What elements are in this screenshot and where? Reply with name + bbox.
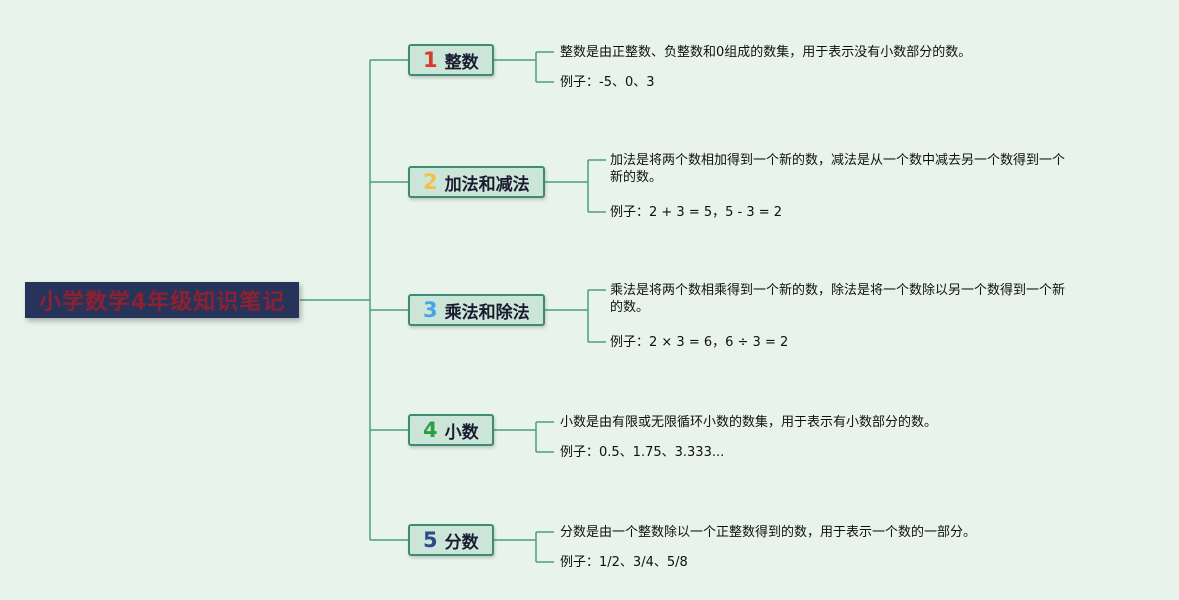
branch-description: 加法是将两个数相加得到一个新的数，减法是从一个数中减去另一个数得到一个新的数。 xyxy=(610,153,1066,185)
branch-node-decimals[interactable]: 4 小数 xyxy=(408,414,494,446)
root-node[interactable]: 小学数学4年级知识笔记 xyxy=(25,282,300,318)
branch-node-multiplication-division[interactable]: 3 乘法和除法 xyxy=(408,294,545,326)
branch-example: 例子：2 + 3 = 5，5 - 3 = 2 xyxy=(610,205,783,220)
branch-number: 3 xyxy=(423,297,438,322)
branch-label: 加法和减法 xyxy=(444,174,530,195)
branch-number: 2 xyxy=(423,169,438,194)
branch-example: 例子：0.5、1.75、3.333... xyxy=(560,445,725,460)
branch-label: 小数 xyxy=(444,422,479,443)
root-title: 小学数学4年级知识笔记 xyxy=(39,290,286,315)
branch-node-addition-subtraction[interactable]: 2 加法和减法 xyxy=(408,166,545,198)
branch-node-integers[interactable]: 1 整数 xyxy=(408,44,494,76)
branch-node-fractions[interactable]: 5 分数 xyxy=(408,524,494,556)
branch-description: 乘法是将两个数相乘得到一个新的数，除法是将一个数除以另一个数得到一个新的数。 xyxy=(610,283,1066,315)
branch-number: 5 xyxy=(423,527,438,552)
branch-description: 小数是由有限或无限循环小数的数集，用于表示有小数部分的数。 xyxy=(560,415,938,430)
branch-example: 例子：1/2、3/4、5/8 xyxy=(560,555,688,570)
branch-number: 4 xyxy=(423,417,438,442)
branch-example: 例子：2 × 3 = 6，6 ÷ 3 = 2 xyxy=(610,335,789,350)
branch-description: 分数是由一个整数除以一个正整数得到的数，用于表示一个数的一部分。 xyxy=(560,525,977,540)
branch-label: 整数 xyxy=(444,52,479,73)
branch-description: 整数是由正整数、负整数和0组成的数集，用于表示没有小数部分的数。 xyxy=(560,45,972,60)
branch-label: 乘法和除法 xyxy=(444,302,530,323)
branch-example: 例子：-5、0、3 xyxy=(560,75,655,90)
branch-label: 分数 xyxy=(444,532,479,553)
branch-number: 1 xyxy=(423,47,438,72)
